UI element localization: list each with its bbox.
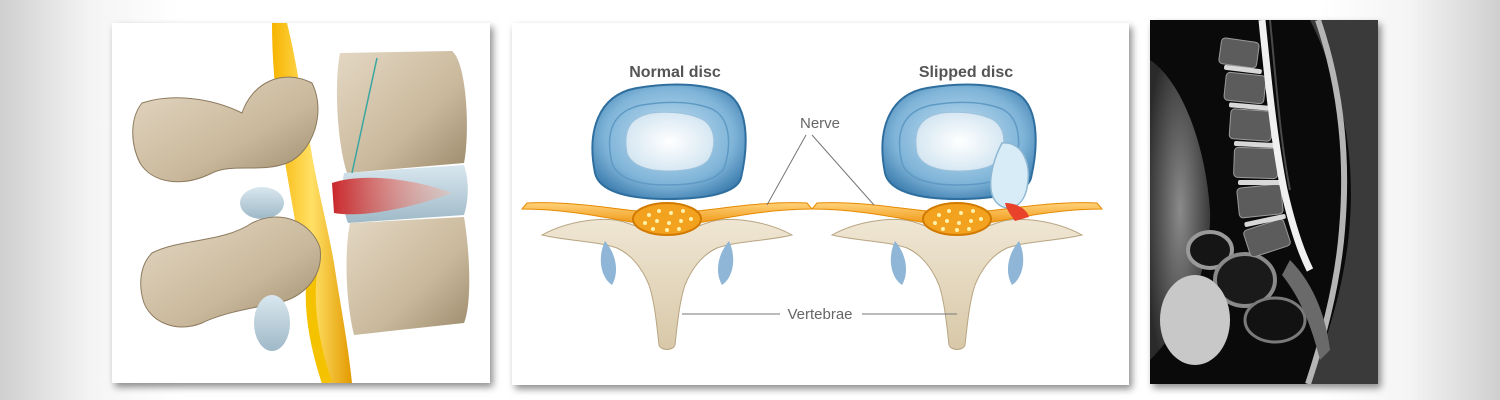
nerve-compression	[1005, 203, 1029, 221]
lower-facet-joint	[254, 295, 290, 351]
spinal-canal-csf	[1258, 20, 1314, 272]
mri-scan-panel	[1150, 20, 1378, 384]
nerve-root	[305, 272, 332, 383]
facet-joint	[240, 187, 284, 219]
back-soft-tissue	[1310, 20, 1378, 384]
slipped-disc-title: Slipped disc	[919, 64, 1013, 81]
nerve-callout-lines	[766, 134, 875, 206]
lumbar-spine-3d-illustration	[132, 23, 470, 383]
disc-herniation	[332, 177, 452, 215]
sacrum	[1282, 260, 1330, 360]
sagittal-mri-image	[1150, 20, 1378, 384]
upper-posterior-element	[132, 76, 319, 183]
disc-comparison-diagram: Normal disc Slipped disc Nerve Vertebrae	[521, 64, 1103, 351]
disc-comparison-panel: Normal disc Slipped disc Nerve Vertebrae	[512, 23, 1129, 385]
lower-posterior-element	[140, 216, 321, 328]
vertebral-column	[1218, 37, 1291, 258]
nerve-label: Nerve	[800, 115, 840, 132]
lower-vertebral-body	[346, 217, 470, 335]
bladder	[1160, 275, 1230, 365]
normal-disc-illustration	[521, 83, 813, 351]
upper-vertebral-body	[336, 51, 467, 173]
pointer-line	[351, 57, 378, 174]
slipped-disc-illustration	[811, 83, 1103, 351]
bowel-loop	[1186, 230, 1234, 270]
spine-illustration-panel	[112, 23, 490, 383]
intervertebral-discs	[1224, 64, 1286, 227]
vertebrae-label: Vertebrae	[787, 306, 852, 323]
normal-disc-title: Normal disc	[629, 64, 721, 81]
